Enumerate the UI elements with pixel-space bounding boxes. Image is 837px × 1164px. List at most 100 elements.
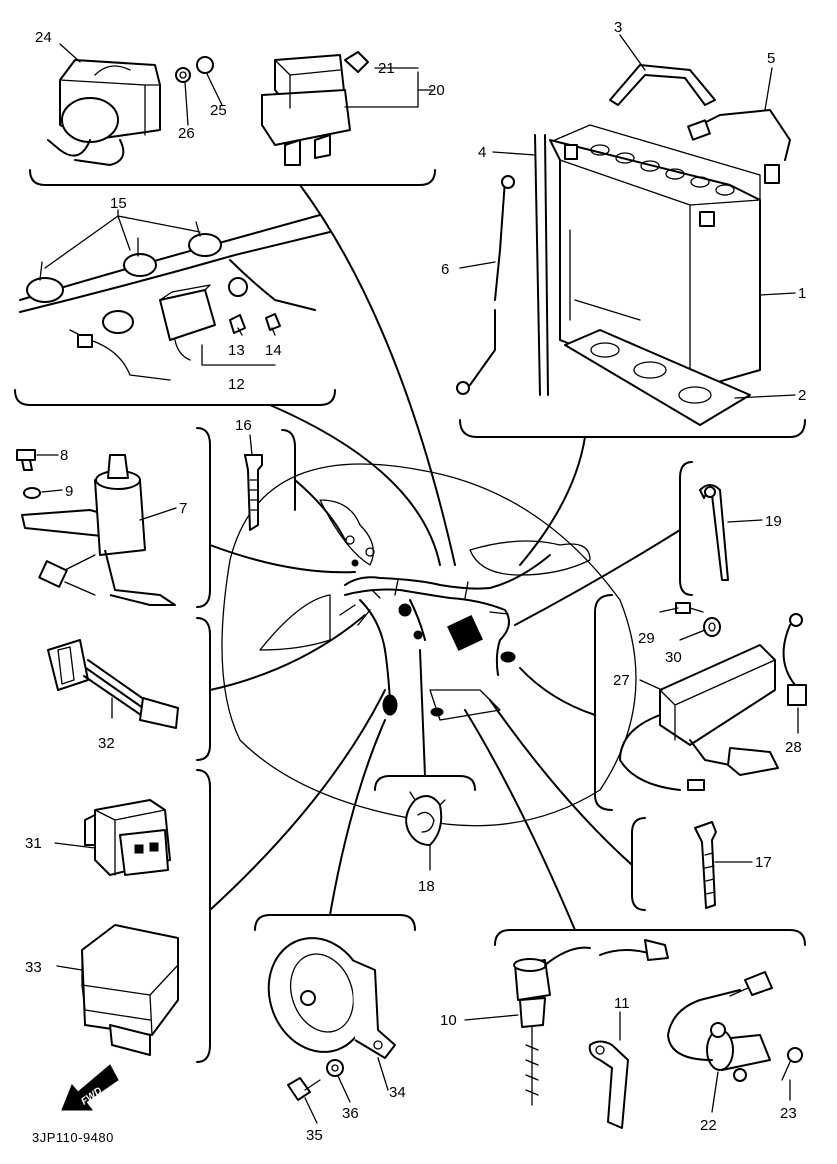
callout-30: 30: [665, 649, 682, 666]
leader-main-switch: [209, 544, 356, 574]
callout-36: 36: [342, 1105, 359, 1122]
part-2-battery-mat: [564, 329, 751, 426]
part-19-clamp: [699, 484, 729, 581]
callout-9: 9: [65, 483, 73, 500]
callout-23: 23: [780, 1105, 797, 1122]
callout-32: 32: [98, 735, 115, 752]
harness-grommet-2: [500, 651, 516, 663]
harness-coupler-1: [398, 603, 412, 617]
callout-28: 28: [785, 739, 802, 756]
callout-26: 26: [178, 125, 195, 142]
harness-clip-2: [365, 547, 375, 557]
bracket-main-switch: [196, 427, 211, 608]
part-10-neutral-switch: [513, 939, 669, 1106]
callout-10: 10: [440, 1012, 457, 1029]
bracket-clamp-19: [679, 461, 693, 596]
harness-coupler-2: [413, 630, 423, 640]
callout-35: 35: [306, 1127, 323, 1144]
frame-and-wire-harness: [221, 463, 637, 827]
part-36-nut: [326, 1059, 344, 1077]
callout-22: 22: [700, 1117, 717, 1134]
part-23-screw: [781, 1047, 803, 1081]
part-26-washer: [175, 67, 191, 83]
bracket-battery-group: [459, 419, 806, 438]
callout-13: 13: [228, 342, 245, 359]
part-29-screw: [675, 602, 704, 614]
callout-34: 34: [389, 1084, 406, 1101]
harness-connector-block: [447, 615, 483, 651]
callout-3: 3: [614, 19, 622, 36]
callout-33: 33: [25, 959, 42, 976]
part-6-minus-lead: [456, 175, 515, 395]
diagram-code: 3JP110-9480: [32, 1130, 114, 1145]
harness-branch-2: [359, 599, 391, 701]
callout-18: 18: [418, 878, 435, 895]
harness-grommet-1: [382, 694, 398, 716]
part-9-nut: [23, 487, 41, 499]
callout-leaders: [36, 34, 799, 1124]
frame-outline: [221, 463, 637, 827]
harness-leads: [339, 579, 509, 626]
callout-27: 27: [613, 672, 630, 689]
bracket-horn: [254, 914, 416, 931]
bracket-igniter: [594, 594, 613, 811]
part-22-sidestand-switch: [667, 971, 773, 1082]
part-21-fuse: [344, 51, 369, 73]
part-31-flasher-relay: [84, 799, 171, 876]
part-32-lead-wire: [47, 639, 179, 729]
part-16-plastic-band: [244, 454, 263, 531]
harness-branch-3: [409, 599, 426, 641]
part-13-fuse: [229, 314, 246, 334]
leader-horn: [329, 719, 386, 916]
part-17-plastic-band: [694, 821, 717, 909]
part-14-fuse: [265, 313, 281, 331]
callout-8: 8: [60, 447, 68, 464]
part-7-main-switch: [21, 454, 176, 606]
part-33-relay-unit: [81, 924, 179, 1056]
bracket-fuse-group: [14, 389, 336, 406]
part-3-battery-band: [609, 64, 716, 106]
callout-1: 1: [798, 285, 806, 302]
leader-battery: [519, 436, 586, 566]
bracket-switches: [494, 929, 806, 946]
harness-grommet-3: [430, 707, 444, 717]
part-20-starter-relay: [261, 54, 351, 166]
harness-branch-1: [344, 588, 510, 676]
forward-arrow: [61, 1064, 119, 1111]
part-18-clamp: [405, 791, 446, 846]
callout-17: 17: [755, 854, 772, 871]
harness-clip-3: [351, 559, 359, 567]
leader-switches: [464, 709, 576, 931]
callout-2: 2: [798, 387, 806, 404]
part-12-fuse-box: [159, 284, 216, 361]
callout-6: 6: [441, 261, 449, 278]
part-11-bracket: [588, 1040, 629, 1129]
part-30-collar: [703, 617, 721, 637]
bracket-12: [201, 344, 276, 366]
callout-19: 19: [765, 513, 782, 530]
callout-labels: 3 5 4 6 1 2 21 20 24 25 26 15 13 14 12 1…: [25, 19, 806, 1144]
leader-band-17: [489, 699, 633, 866]
bracket-clamp-18: [374, 775, 476, 791]
frame-bracket-left: [319, 499, 374, 566]
part-28-lead: [782, 613, 807, 706]
leader-igniter: [519, 667, 596, 716]
part-15-clamps: [19, 214, 331, 381]
harness-trunk: [344, 554, 551, 590]
callout-20: 20: [428, 82, 445, 99]
callout-25: 25: [210, 102, 227, 119]
leader-lead-32: [209, 614, 366, 691]
callout-29: 29: [638, 630, 655, 647]
leader-fuse-group: [269, 404, 441, 566]
part-5-battery-lead: [687, 109, 791, 184]
callout-4: 4: [478, 144, 486, 161]
part-34-horn: [267, 937, 396, 1059]
bracket-band-16: [281, 429, 296, 511]
part-25-nut: [196, 56, 214, 74]
bracket-lead-32: [196, 617, 211, 761]
part-4-breather-pipe: [534, 134, 549, 396]
part-1-battery: [549, 124, 761, 391]
callout-15: 15: [110, 195, 127, 212]
callout-11: 11: [614, 995, 630, 1012]
